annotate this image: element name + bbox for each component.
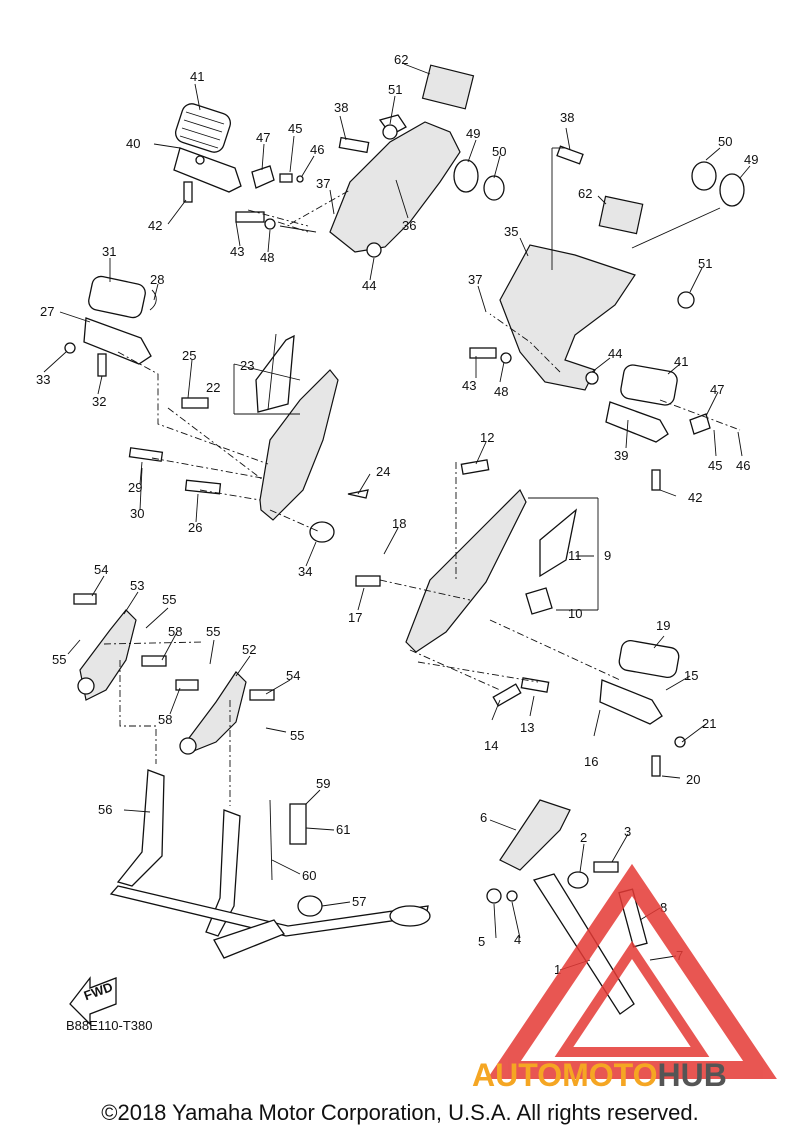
part-label: 24 xyxy=(376,464,390,479)
fwd-arrow-icon: FWD xyxy=(69,976,117,1026)
part-label: 47 xyxy=(710,382,724,397)
part-label: 38 xyxy=(560,110,574,125)
part-label: 49 xyxy=(466,126,480,141)
part-label: 36 xyxy=(402,218,416,233)
part-label: 47 xyxy=(256,130,270,145)
part-label: 9 xyxy=(604,548,611,563)
right-passenger-bracket-group xyxy=(355,459,686,777)
part-label: 43 xyxy=(462,378,476,393)
part-label: 5 xyxy=(478,934,485,949)
part-label: 25 xyxy=(182,348,196,363)
part-label: 20 xyxy=(686,772,700,787)
part-label: 19 xyxy=(656,618,670,633)
part-label: 62 xyxy=(578,186,592,201)
part-label: 57 xyxy=(352,894,366,909)
part-label: 42 xyxy=(688,490,702,505)
part-label: 50 xyxy=(492,144,506,159)
right-upper-bracket-group xyxy=(469,145,745,491)
part-label: 61 xyxy=(336,822,350,837)
part-label: 15 xyxy=(684,668,698,683)
part-label: 30 xyxy=(130,506,144,521)
part-label: 33 xyxy=(36,372,50,387)
part-label: 52 xyxy=(242,642,256,657)
part-label: 37 xyxy=(468,272,482,287)
part-label: 58 xyxy=(158,712,172,727)
part-label: 60 xyxy=(302,868,316,883)
part-label: 34 xyxy=(298,564,312,579)
part-label: 22 xyxy=(206,380,220,395)
part-label: 3 xyxy=(624,824,631,839)
part-label: 40 xyxy=(126,136,140,151)
part-label: 45 xyxy=(288,121,302,136)
part-label: 28 xyxy=(150,272,164,287)
part-label: 53 xyxy=(130,578,144,593)
part-label: 11 xyxy=(568,548,582,563)
part-number-labels: 62 41 51 38 45 47 46 40 49 50 37 36 42 4… xyxy=(36,52,758,977)
part-label: 55 xyxy=(290,728,304,743)
part-label: 35 xyxy=(504,224,518,239)
part-label: 54 xyxy=(94,562,108,577)
part-label: 55 xyxy=(52,652,66,667)
main-stand-group xyxy=(73,593,431,959)
part-label: 16 xyxy=(584,754,598,769)
part-label: 38 xyxy=(334,100,348,115)
assembly-lines xyxy=(103,189,741,806)
part-label: 44 xyxy=(608,346,622,361)
part-label: 26 xyxy=(188,520,202,535)
part-label: 18 xyxy=(392,516,406,531)
leader-lines xyxy=(43,63,751,971)
diagram-code: B88E110-T380 xyxy=(66,1018,153,1033)
part-label: 48 xyxy=(260,250,274,265)
part-label: 37 xyxy=(316,176,330,191)
part-label: 44 xyxy=(362,278,376,293)
watermark-logo xyxy=(487,863,777,1079)
left-footrest-group xyxy=(173,64,505,258)
part-label: 8 xyxy=(660,900,667,915)
part-label: 14 xyxy=(484,738,498,753)
part-label: 32 xyxy=(92,394,106,409)
part-label: 62 xyxy=(394,52,408,67)
part-label: 4 xyxy=(514,932,521,947)
part-label: 2 xyxy=(580,830,587,845)
part-label: 46 xyxy=(310,142,324,157)
part-label: 50 xyxy=(718,134,732,149)
part-label: 6 xyxy=(480,810,487,825)
part-label: 59 xyxy=(316,776,330,791)
copyright-notice: ©2018 Yamaha Motor Corporation, U.S.A. A… xyxy=(101,1100,699,1125)
part-label: 21 xyxy=(702,716,716,731)
part-label: 51 xyxy=(388,82,402,97)
part-label: 58 xyxy=(168,624,182,639)
part-label: 1 xyxy=(554,962,561,977)
part-label: 10 xyxy=(568,606,582,621)
part-label: 51 xyxy=(698,256,712,271)
part-label: 31 xyxy=(102,244,116,259)
part-label: 56 xyxy=(98,802,112,817)
part-label: 42 xyxy=(148,218,162,233)
part-label: 46 xyxy=(736,458,750,473)
watermark-part1: AUTOMOTO xyxy=(472,1057,657,1093)
part-label: 41 xyxy=(190,69,204,84)
part-label: 45 xyxy=(708,458,722,473)
part-label: 41 xyxy=(674,354,688,369)
part-label: 54 xyxy=(286,668,300,683)
part-label: 27 xyxy=(40,304,54,319)
part-label: 43 xyxy=(230,244,244,259)
passenger-bracket-group xyxy=(64,275,369,543)
part-label: 39 xyxy=(614,448,628,463)
part-label: 12 xyxy=(480,430,494,445)
part-label: 55 xyxy=(162,592,176,607)
part-label: 23 xyxy=(240,358,254,373)
part-label: 13 xyxy=(520,720,534,735)
watermark-text: AUTOMOTOHUB xyxy=(472,1057,727,1093)
watermark-part2: HUB xyxy=(657,1057,726,1093)
part-label: 49 xyxy=(744,152,758,167)
part-label: 48 xyxy=(494,384,508,399)
part-label: 17 xyxy=(348,610,362,625)
part-label: 29 xyxy=(128,480,142,495)
part-label: 55 xyxy=(206,624,220,639)
